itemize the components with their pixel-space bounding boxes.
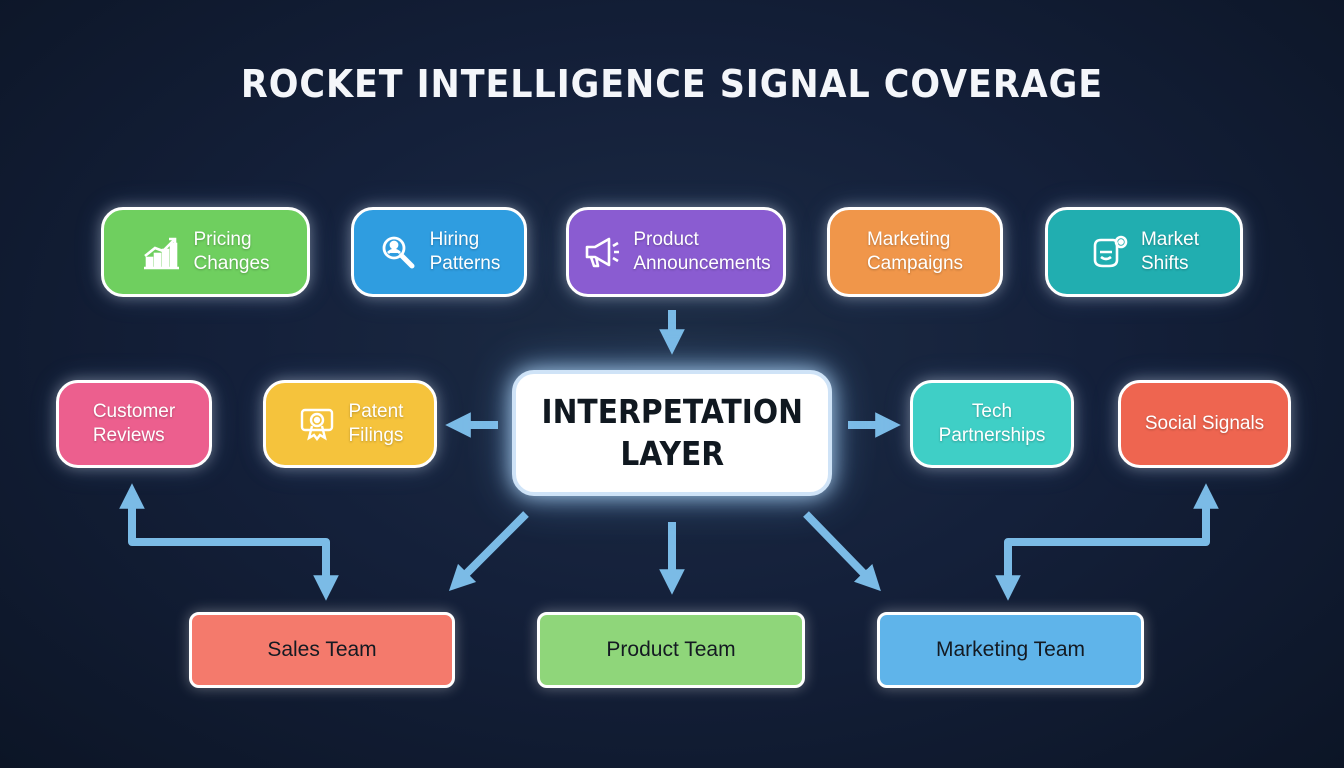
marketing-line2: Campaigns bbox=[866, 253, 964, 274]
patent-line2: Filings bbox=[348, 425, 404, 446]
arrow-center-to-marketing-team bbox=[803, 511, 881, 592]
market-line1: Market bbox=[1140, 229, 1200, 250]
patent-seal-icon bbox=[297, 404, 337, 444]
signal-product-announcements[interactable]: Product Announcements bbox=[566, 207, 786, 297]
signal-market-shifts[interactable]: Market Shifts bbox=[1045, 207, 1243, 297]
sales-team-label: Sales Team bbox=[267, 638, 377, 661]
social-label: Social Signals bbox=[1144, 413, 1265, 434]
marketing-team-label: Marketing Team bbox=[935, 638, 1085, 661]
team-product[interactable]: Product Team bbox=[537, 612, 805, 688]
arrow-center-to-sales bbox=[448, 511, 529, 592]
hiring-line2: Patterns bbox=[429, 253, 501, 274]
trend-chart-icon bbox=[141, 232, 181, 272]
signal-tech-partnerships[interactable]: Tech Partnerships bbox=[910, 380, 1074, 468]
signal-patent-filings[interactable]: Patent Filings bbox=[263, 380, 437, 468]
patent-line1: Patent bbox=[348, 401, 404, 422]
center-line1: INTERPETATION bbox=[541, 392, 803, 431]
signal-hiring-patterns[interactable]: Hiring Patterns bbox=[351, 207, 527, 297]
team-sales[interactable]: Sales Team bbox=[189, 612, 455, 688]
tech-line2: Partnerships bbox=[938, 425, 1046, 446]
megaphone-icon bbox=[581, 232, 621, 272]
reviews-line1: Customer bbox=[92, 401, 176, 422]
signal-customer-reviews[interactable]: Customer Reviews bbox=[56, 380, 212, 468]
pricing-line1: Pricing bbox=[193, 229, 252, 250]
pricing-line2: Changes bbox=[193, 253, 270, 274]
interpretation-layer-node[interactable]: INTERPETATION LAYER bbox=[512, 370, 832, 496]
product-line2: Announcements bbox=[633, 253, 771, 274]
arrow-marketing-social-loop bbox=[995, 483, 1219, 601]
product-line1: Product bbox=[633, 229, 699, 250]
tech-line1: Tech bbox=[971, 401, 1013, 422]
center-line2: LAYER bbox=[620, 434, 724, 473]
product-team-label: Product Team bbox=[606, 638, 736, 661]
face-coin-icon bbox=[1089, 232, 1129, 272]
team-marketing[interactable]: Marketing Team bbox=[877, 612, 1144, 688]
arrow-sales-reviews-loop bbox=[119, 483, 339, 601]
market-line2: Shifts bbox=[1140, 253, 1189, 274]
signal-pricing-changes[interactable]: Pricing Changes bbox=[101, 207, 310, 297]
signal-marketing-campaigns[interactable]: Marketing Campaigns bbox=[827, 207, 1003, 297]
magnifier-person-icon bbox=[378, 232, 418, 272]
reviews-line2: Reviews bbox=[92, 425, 165, 446]
marketing-line1: Marketing bbox=[866, 229, 951, 250]
hiring-line1: Hiring bbox=[429, 229, 480, 250]
signal-social-signals[interactable]: Social Signals bbox=[1118, 380, 1291, 468]
diagram-title: ROCKET INTELLIGENCE SIGNAL COVERAGE bbox=[240, 62, 1104, 106]
